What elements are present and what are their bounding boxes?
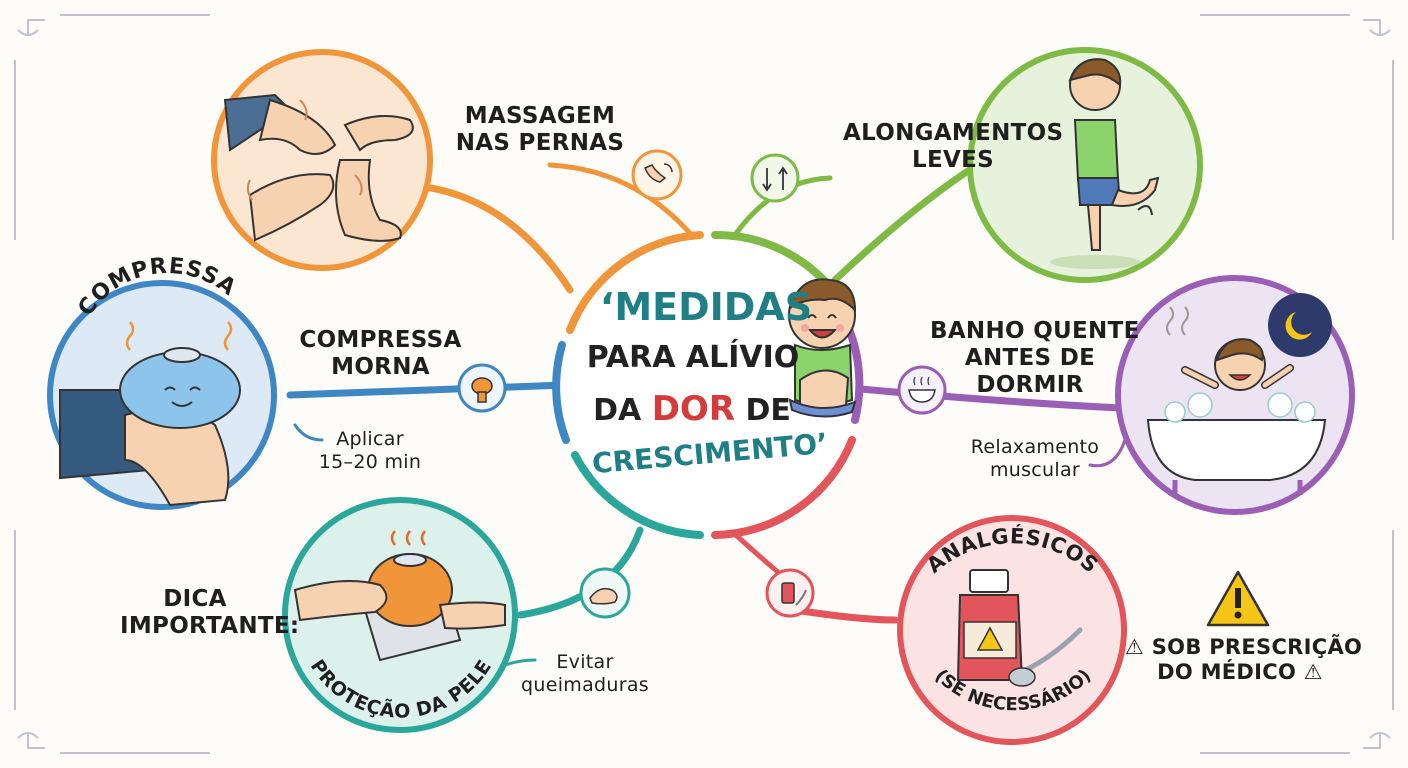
title-line-3-post: DE <box>745 393 791 428</box>
skin-note: Evitar queimaduras <box>521 651 649 696</box>
hot-compress-illustration: COMPRESSA <box>47 254 277 510</box>
skin-protection-illustration: PROTEÇÃO DA PELE <box>282 497 518 733</box>
bathtub-icon <box>897 365 947 415</box>
massage-label: MASSAGEM NAS PERNAS <box>455 103 625 157</box>
stretch-label: ALONGAMENTOS LEVES <box>843 120 1064 174</box>
title-line-3: DA DOR DE <box>582 392 802 426</box>
bath-note: Relaxamento muscular <box>970 436 1100 481</box>
central-topic <box>552 230 864 539</box>
towel-hands-icon <box>579 567 631 619</box>
warning-icon <box>1206 570 1270 627</box>
tip-label: DICA IMPORTANTE: <box>120 586 300 640</box>
medicine-bottle-icon <box>765 568 815 618</box>
massage-illustration <box>211 49 433 271</box>
legs-massage-icon <box>631 149 683 201</box>
compress-label: COMPRESSA MORNA <box>299 327 462 381</box>
medicine-illustration: ANALGÉSICOS (SE NECESSÁRIO) <box>897 515 1127 745</box>
compress-note: Aplicar 15–20 min <box>318 428 422 473</box>
stretch-arrows-icon <box>750 153 800 203</box>
frame-border <box>14 14 1394 754</box>
title-line-1: ‘MEDIDAS <box>599 285 813 329</box>
hot-water-bag-icon <box>457 363 507 413</box>
bath-label: BANHO QUENTE ANTES DE DORMIR <box>930 318 1140 399</box>
prescription-note: ⚠ SOB PRESCRIÇÃO DO MÉDICO ⚠ <box>1125 635 1363 684</box>
bath-illustration <box>1115 275 1355 515</box>
title-line-3-pre: DA <box>593 393 642 428</box>
stretching-boy-illustration <box>967 47 1203 283</box>
title-line-3-highlight: DOR <box>651 389 736 429</box>
smiling-boy-illustration <box>788 278 857 418</box>
title-line-2: PARA ALÍVIO <box>586 340 800 375</box>
